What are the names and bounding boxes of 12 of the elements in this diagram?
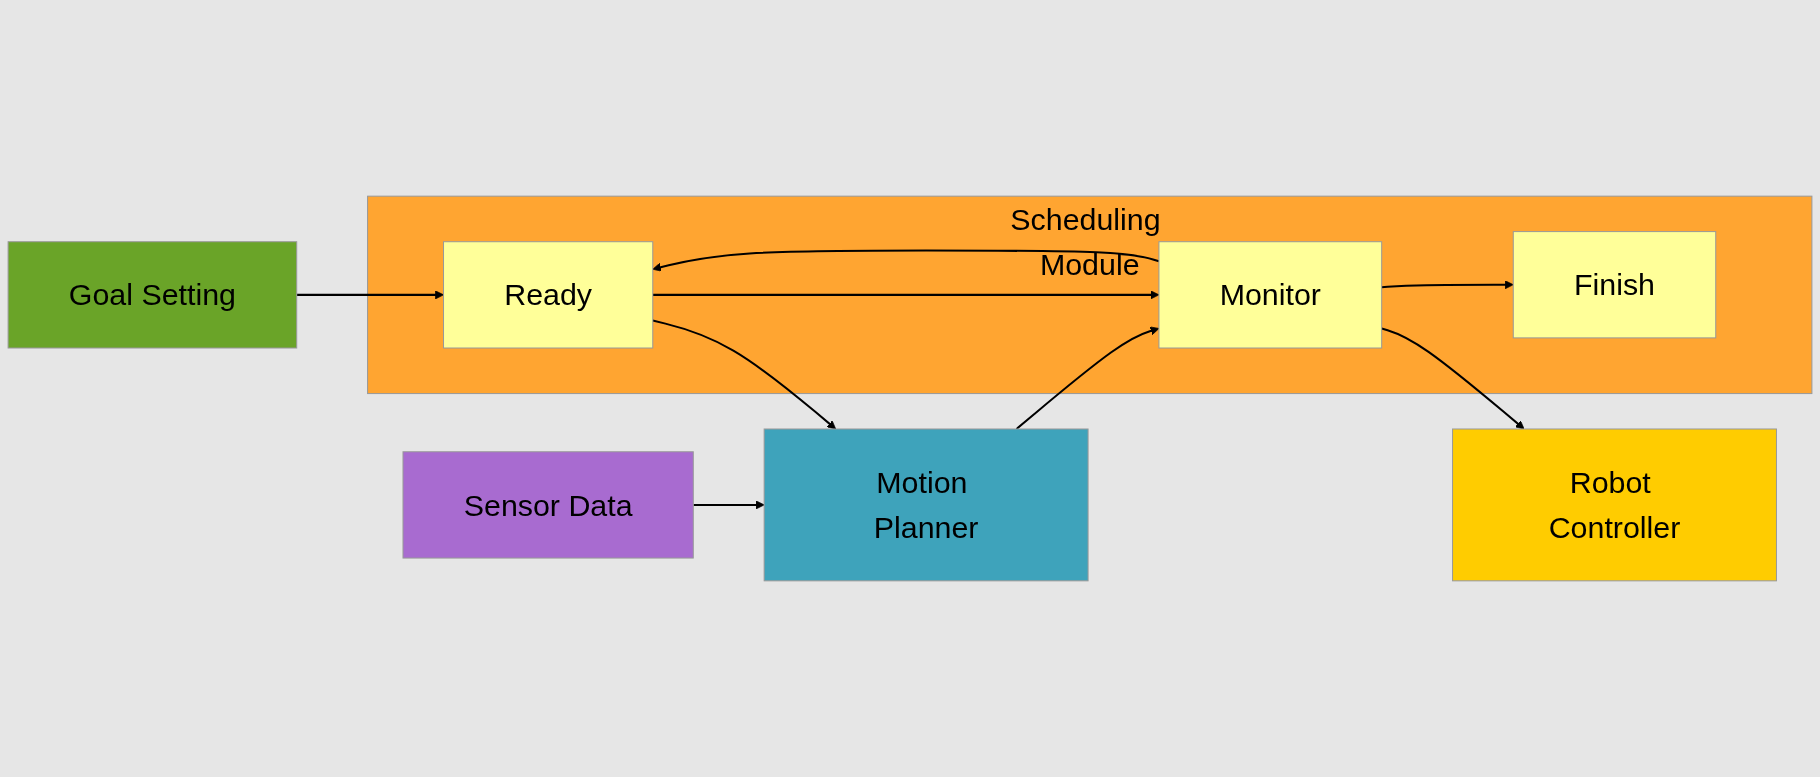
node-box: Finish [1512,231,1717,339]
node-box: Goal Setting [7,241,298,349]
node-box: Sensor Data [402,451,694,559]
arrow [1381,327,1525,430]
node-box: Motion Planner [763,428,1089,582]
arrow [693,500,765,510]
arrow [652,319,837,430]
node-box: Robot Controller [1452,428,1777,582]
node-box: Ready [443,241,654,349]
node-box: Monitor [1158,241,1383,349]
arrow [1381,280,1514,290]
arrow [296,290,444,300]
